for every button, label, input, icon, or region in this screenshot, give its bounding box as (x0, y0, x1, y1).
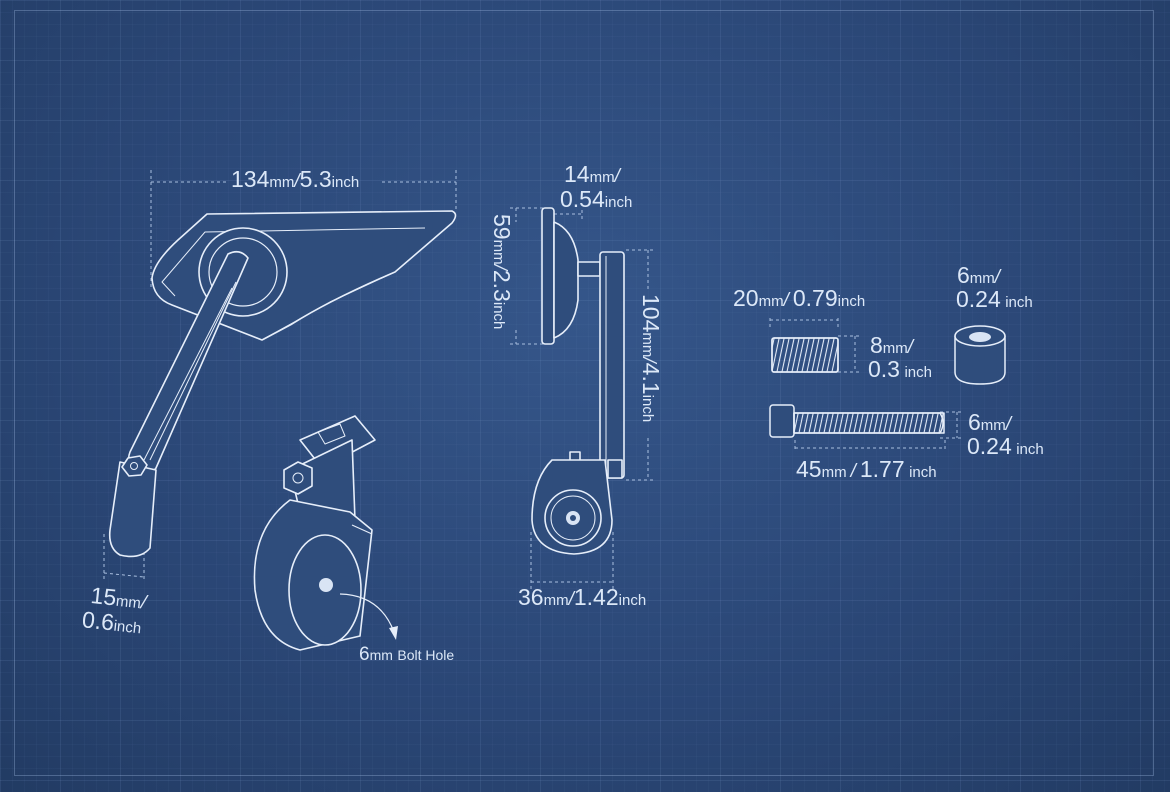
dim-label-104: 104mm/4.1inch (638, 294, 664, 423)
clamp-detail (253, 415, 398, 651)
bolt-hole-label: 6mm Bolt Hole (359, 644, 455, 665)
spacer-ring (954, 335, 1006, 385)
arm-side (599, 251, 625, 479)
dim-label-134: 134mm/5.3inch (231, 166, 360, 192)
hex-socket-icon (121, 455, 148, 477)
mirror-front-view (108, 210, 457, 558)
hex-bolt-head-icon (283, 461, 313, 495)
dim-label-14: 14mm/ 0.54inch (560, 161, 633, 212)
dim-label-45: 45mm/1.77 inch (796, 456, 937, 482)
dim-label-6-spacer: 6mm/ 0.24 inch (956, 262, 1033, 312)
bolt-hole-marker (319, 578, 333, 592)
bolt-shaft (793, 412, 945, 434)
bolt-head (769, 404, 795, 438)
dim-label-59: 59mm/2.3inch (489, 214, 515, 330)
mirror-glass-side (541, 207, 555, 345)
grub-screw (771, 337, 839, 373)
dim-label-20: 20mm/0.79inch (733, 285, 866, 311)
clamp-front (108, 461, 157, 558)
blueprint-frame (14, 10, 1154, 776)
mirror-side-view (531, 207, 625, 555)
dim-label-15: 15mm/ 0.6inch (80, 582, 148, 638)
dim-label-36: 36mm/1.42inch (518, 584, 647, 610)
hardware-parts (769, 325, 1006, 438)
dim-label-6-bolt: 6mm/ 0.24 inch (967, 409, 1044, 459)
dim-label-8: 8mm/ 0.3 inch (868, 332, 932, 382)
arrow-head-icon (389, 626, 398, 640)
